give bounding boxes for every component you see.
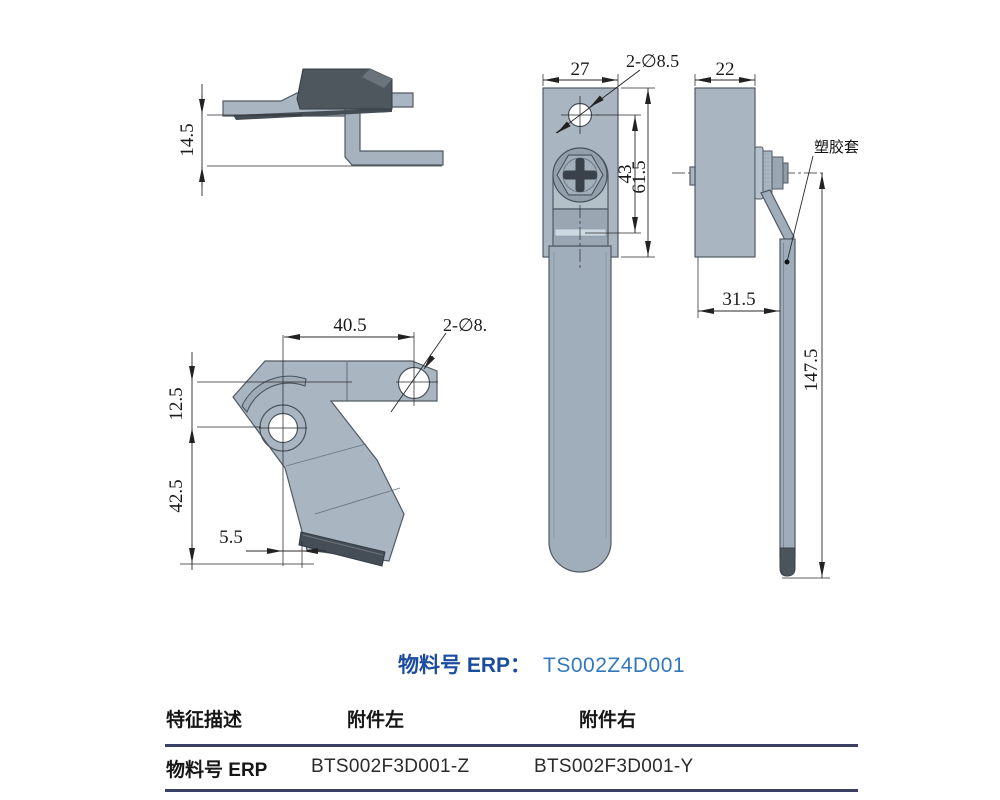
- table-rule-bottom: [165, 789, 858, 792]
- screw-boss-side: [754, 146, 789, 200]
- dim-hole-to-lip: 43: [615, 165, 636, 184]
- dim-cam-holes-callout: 2-∅8.: [443, 315, 487, 335]
- dim-holes-callout: 2-∅8.5: [626, 51, 679, 71]
- table-rule-top: [165, 744, 858, 747]
- handle-lever-front: [548, 245, 612, 573]
- dim-side-width: 22: [716, 59, 735, 80]
- dim-foot-offset: 5.5: [219, 527, 243, 548]
- table-row-label: 物料号 ERP: [166, 760, 268, 781]
- phillips-cross-icon: [563, 158, 597, 192]
- dim-keeper-height: 14.5: [177, 123, 198, 156]
- erp-title-row: 物料号 ERP： TS002Z4D001: [398, 649, 685, 679]
- keeper-side-view: 14.5: [177, 68, 444, 196]
- latch-lip: [554, 228, 607, 237]
- cam-arc-slot: [241, 375, 307, 414]
- keeper-dark-wedge: [233, 108, 392, 120]
- leader-dot: [784, 259, 790, 265]
- erp-title-value: TS002Z4D001: [543, 654, 686, 677]
- cam-foot-pad: [298, 531, 386, 567]
- dim-top-offset: 12.5: [166, 387, 187, 420]
- handle-front-view: 27 2-∅8.5 43 61.5: [542, 51, 679, 573]
- table-header-feature: 特征描述: [166, 710, 243, 731]
- sleeve-tip: [779, 547, 796, 577]
- technical-drawing: 14.5 27 2: [166, 51, 859, 579]
- dim-plate-width: 27: [571, 59, 590, 80]
- handle-strip-side: [779, 238, 796, 558]
- sleeve-callout: 塑胶套: [814, 139, 859, 156]
- latch-section: [552, 208, 609, 247]
- table-left-code: BTS002F3D001-Z: [311, 756, 470, 777]
- dim-handle-length: 147.5: [801, 349, 822, 392]
- table-right-code: BTS002F3D001-Y: [534, 756, 694, 777]
- handle-arm-side: [760, 189, 795, 243]
- table-header-right: 附件右: [579, 710, 637, 731]
- table-header-left: 附件左: [347, 710, 405, 731]
- dim-plate-total: 61.5: [629, 160, 650, 193]
- cam-bracket-view: 40.5 2-∅8. 12.5 42.5 5.5: [166, 315, 487, 570]
- dim-cam-height: 42.5: [166, 479, 187, 512]
- dim-offset: 31.5: [722, 289, 755, 310]
- keeper-leg: [344, 108, 444, 166]
- mount-plate-side: [694, 87, 756, 258]
- erp-title-label: 物料号 ERP：: [398, 654, 532, 677]
- dim-hole-spacing: 40.5: [333, 315, 366, 336]
- plate-tab: [689, 166, 696, 186]
- keeper-block-chamfer: [362, 69, 392, 88]
- handle-side-view: 22 塑胶套 31.5 147.5: [672, 59, 859, 579]
